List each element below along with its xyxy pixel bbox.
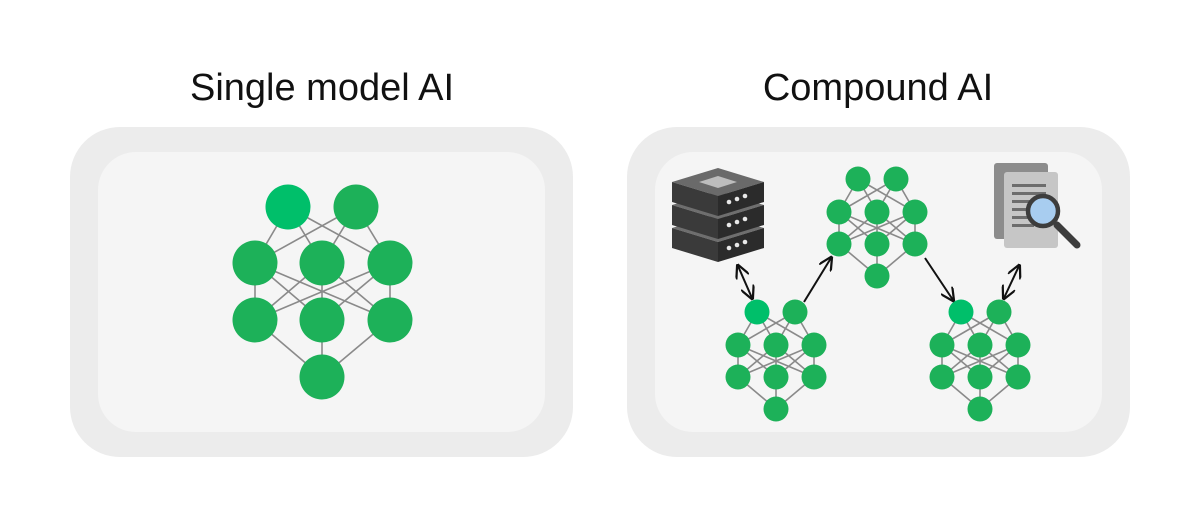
- compound-right-node: [929, 364, 955, 390]
- compound-top-edge: [838, 211, 916, 245]
- single-model-title: Single model AI: [189, 67, 455, 109]
- compound-top-node: [826, 199, 852, 225]
- server-network-bidirectional-arrow: [738, 266, 752, 298]
- left-to-top-arrow: [803, 258, 831, 303]
- compound-left-node: [801, 364, 827, 390]
- compound-right-node: [967, 332, 993, 358]
- compound-ai-title: Compound AI: [762, 67, 994, 109]
- compound-right-edge: [941, 344, 1019, 378]
- compound-top-node: [845, 166, 871, 192]
- compound-network-top: [826, 166, 928, 289]
- compound-right-node: [986, 299, 1012, 325]
- compound-top-node: [883, 166, 909, 192]
- compound-left-node: [782, 299, 808, 325]
- compound-top-node: [864, 263, 890, 289]
- top-to-right-arrow: [924, 257, 953, 300]
- server-unit-top: [672, 168, 764, 216]
- single-model-node: [265, 184, 311, 230]
- document-search-icon: [994, 163, 1081, 249]
- single-model-network: [232, 184, 413, 400]
- single-model-node: [367, 240, 413, 286]
- network-document-bidirectional-arrow: [1004, 266, 1019, 298]
- compound-network-right: [929, 299, 1031, 422]
- compound-ai-inner-frame: [655, 152, 1102, 432]
- server-stack-icon: [672, 168, 764, 262]
- compound-left-node: [763, 396, 789, 422]
- compound-network-left: [725, 299, 827, 422]
- compound-left-node: [725, 364, 751, 390]
- single-model-node: [299, 297, 345, 343]
- compound-left-node: [763, 364, 789, 390]
- single-model-node: [333, 184, 379, 230]
- compound-top-node: [864, 231, 890, 257]
- compound-top-node: [902, 231, 928, 257]
- compound-right-node: [967, 396, 993, 422]
- single-model-edge: [254, 262, 391, 321]
- single-model-node: [299, 354, 345, 400]
- single-model-node: [367, 297, 413, 343]
- compound-top-node: [826, 231, 852, 257]
- compound-top-node: [902, 199, 928, 225]
- magnifier-icon: [1025, 193, 1081, 249]
- compound-top-node: [864, 199, 890, 225]
- compound-right-node: [1005, 332, 1031, 358]
- compound-left-node: [763, 332, 789, 358]
- compound-left-node: [744, 299, 770, 325]
- single-model-node: [232, 240, 278, 286]
- compound-right-node: [948, 299, 974, 325]
- flow-arrows: [738, 258, 1019, 302]
- compound-left-node: [725, 332, 751, 358]
- compound-left-edge: [737, 344, 815, 378]
- compound-right-node: [1005, 364, 1031, 390]
- compound-left-node: [801, 332, 827, 358]
- single-model-node: [299, 240, 345, 286]
- single-model-node: [232, 297, 278, 343]
- compound-right-node: [929, 332, 955, 358]
- compound-right-node: [967, 364, 993, 390]
